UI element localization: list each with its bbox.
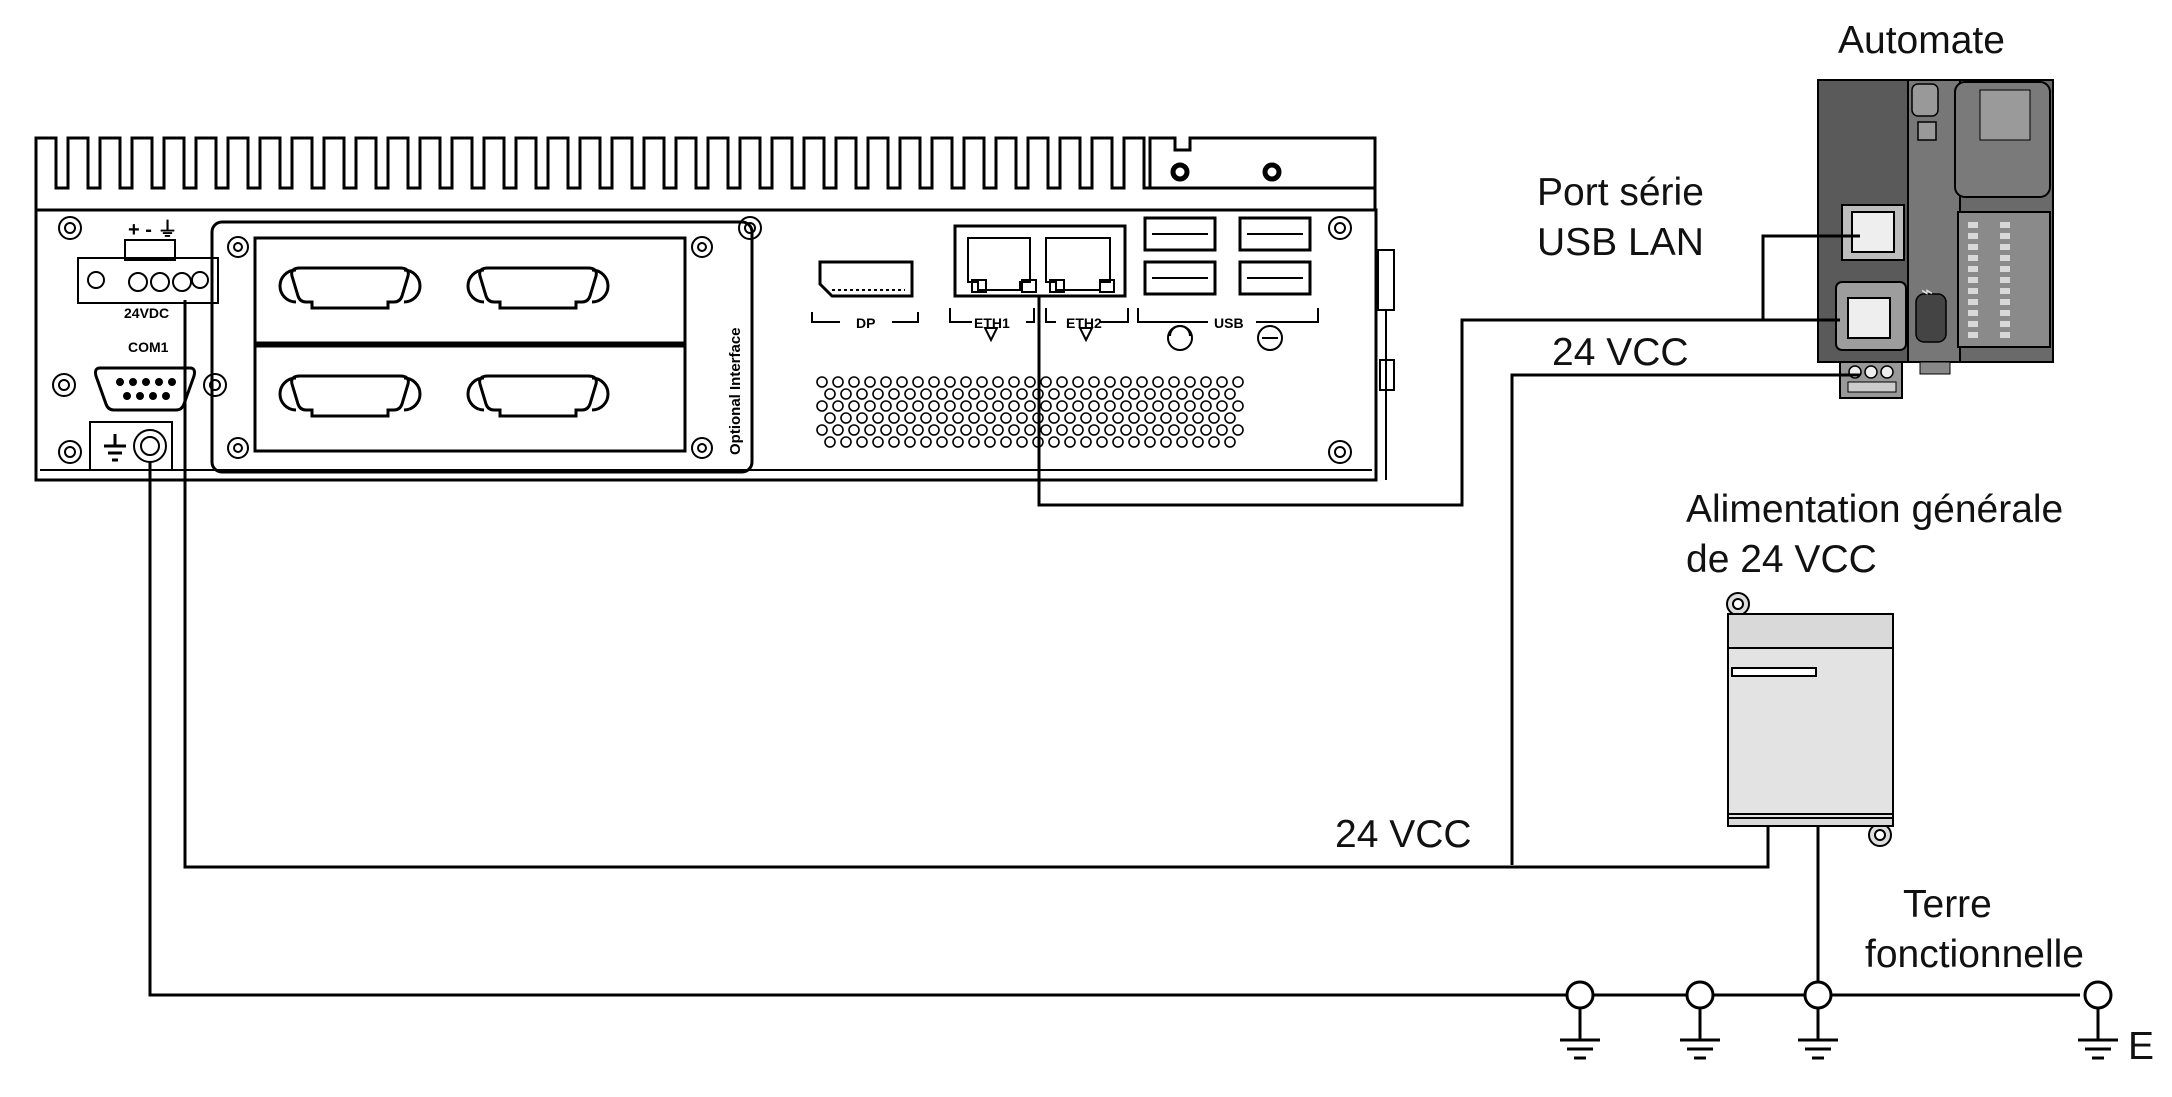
com1-connector (94, 366, 196, 412)
vcc-bottom-label: 24 VCC (1335, 813, 1472, 856)
psu-label-line1: Alimentation générale (1686, 488, 2064, 531)
earth-label-line2: fonctionnelle (1865, 933, 2084, 976)
heatsink-fins (34, 136, 1377, 210)
vcc-top-label: 24 VCC (1552, 331, 1689, 374)
plc-label: Automate (1838, 19, 2005, 62)
ethernet-cable (1037, 296, 1840, 507)
earth-letter-label: E (2128, 1025, 2155, 1068)
eth1-label: ETH1 (974, 315, 1010, 331)
svg-text:⌁: ⌁ (1921, 279, 1933, 303)
industrial-pc (34, 136, 1395, 482)
dp-port (811, 260, 919, 323)
ports-label-line2: USB LAN (1537, 221, 1704, 264)
pc-24vdc (183, 300, 1770, 869)
plc-24vdc (1510, 373, 1860, 865)
vent-holes (816, 376, 1244, 448)
power-polarity-label: + - ⏚ (128, 218, 177, 241)
panel-screws (52, 216, 1352, 464)
earth-symbols (1560, 980, 2118, 1060)
power-terminal (77, 239, 219, 304)
usb-ports (1137, 216, 1319, 351)
power-rating-label: 24VDC (124, 305, 169, 321)
optional-interface-label: Optional Interface (727, 327, 744, 455)
plc-module: ⌁ (1817, 79, 2054, 399)
serial-cable (1761, 234, 1860, 320)
psu-label-line2: de 24 VCC (1686, 538, 1877, 581)
eth2-label: ETH2 (1066, 315, 1102, 331)
power-supply (1726, 592, 1894, 847)
dp-label: DP (856, 315, 875, 331)
ground-screw (89, 421, 173, 471)
optional-interface (210, 220, 754, 474)
front-panel (34, 208, 1378, 482)
ports-label-line1: Port série (1537, 171, 1704, 214)
com1-label: COM1 (128, 339, 169, 355)
device-labels: + - ⏚ 24VDC COM1 DP ETH1 ETH2 USB Option… (124, 218, 1244, 455)
earth-label-line1: Terre (1903, 883, 1992, 926)
pc-ground-wire (148, 462, 1570, 997)
usb-label: USB (1214, 315, 1244, 331)
wires (148, 234, 2080, 997)
